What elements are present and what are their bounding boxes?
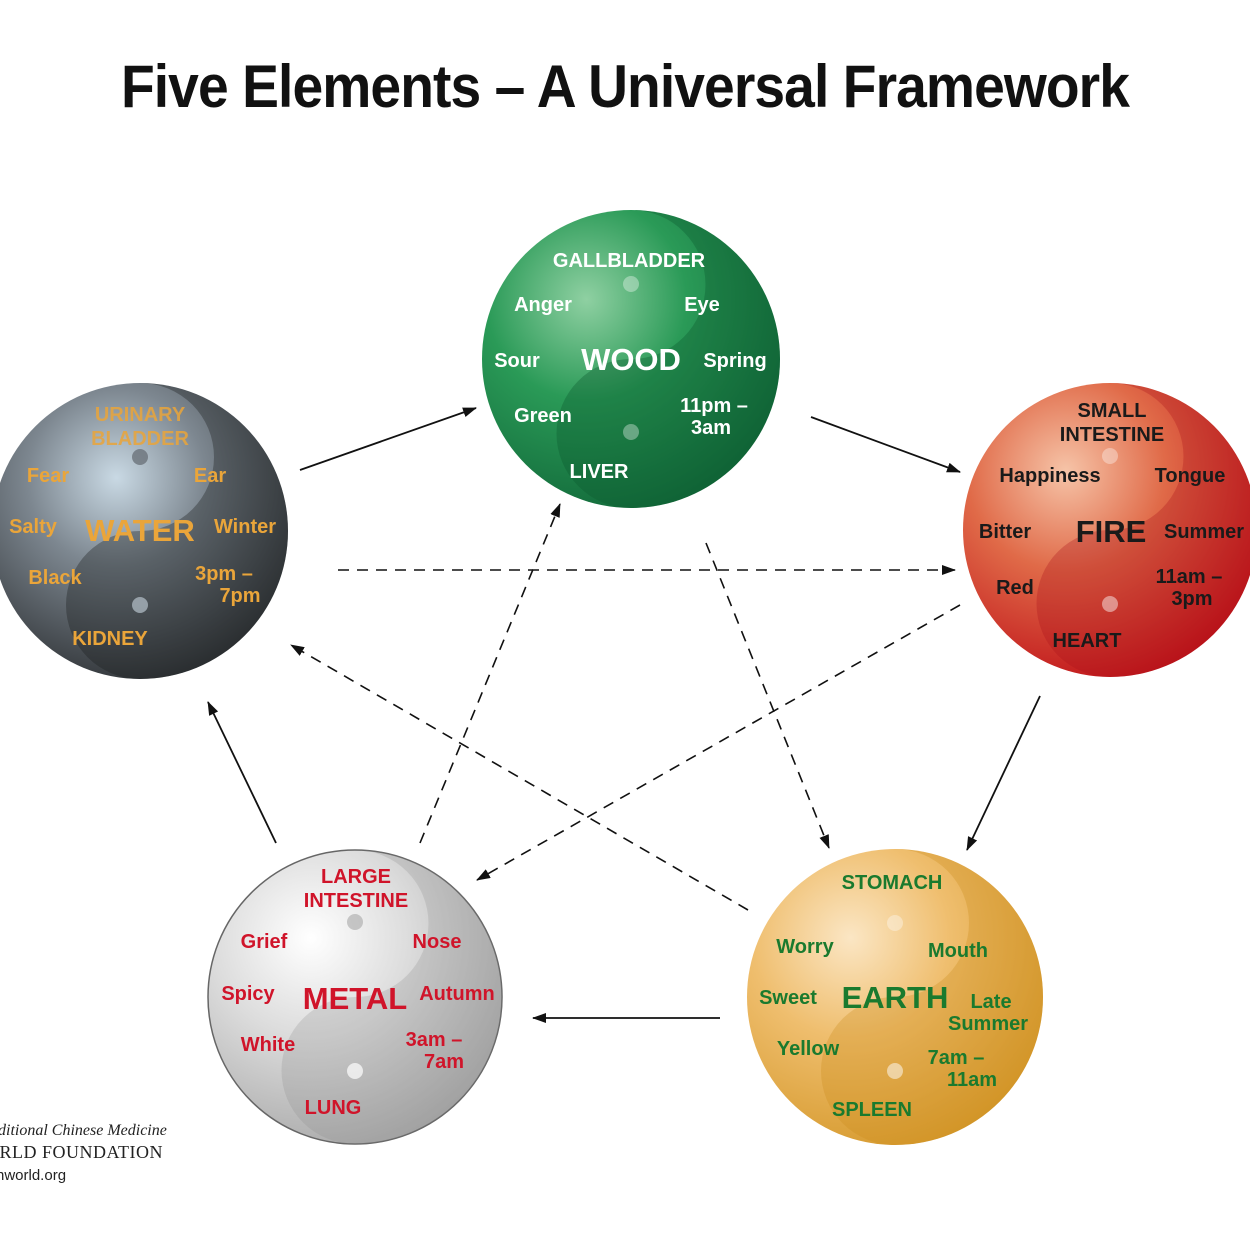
fire-sphere bbox=[963, 383, 1250, 677]
metal-yang-dot bbox=[347, 914, 363, 930]
water-sphere bbox=[0, 383, 288, 679]
fire-time-line1: 11am – bbox=[1156, 566, 1223, 588]
wood-element-name: WOOD bbox=[581, 342, 681, 377]
arrow-earth-controls-water bbox=[290, 644, 749, 911]
earth-yang-organ: STOMACH bbox=[842, 872, 943, 894]
metal-element: LARGE INTESTINE Grief Nose Spicy METAL A… bbox=[207, 849, 503, 1145]
fire-color: Red bbox=[996, 577, 1034, 599]
wood-yin-dot bbox=[623, 424, 639, 440]
water-element-name: WATER bbox=[85, 513, 195, 548]
metal-yin-organ: LUNG bbox=[305, 1097, 362, 1119]
arrow-fire-to-earth bbox=[966, 695, 1041, 851]
arrow-metal-controls-wood bbox=[419, 503, 561, 844]
wood-taste: Sour bbox=[494, 350, 540, 372]
credit-line-1: aditional Chinese Medicine bbox=[0, 1122, 167, 1139]
credit-line-2: ORLD FOUNDATION bbox=[0, 1142, 163, 1162]
water-emotion: Fear bbox=[27, 465, 69, 487]
wood-time-line2: 3am bbox=[691, 417, 731, 439]
earth-season-line1: Late bbox=[970, 991, 1011, 1013]
water-color: Black bbox=[28, 567, 82, 589]
credit-website: nworld.org bbox=[0, 1167, 67, 1184]
earth-time-line2: 11am bbox=[947, 1069, 997, 1091]
water-time-line1: 3pm – bbox=[195, 563, 253, 585]
wood-color: Green bbox=[514, 405, 572, 427]
fire-sense: Tongue bbox=[1155, 465, 1226, 487]
water-yin-dot bbox=[132, 597, 148, 613]
water-sense: Ear bbox=[194, 465, 226, 487]
fire-yang-organ-line1: SMALL bbox=[1078, 400, 1147, 422]
earth-season-line2: Summer bbox=[948, 1013, 1028, 1035]
generating-cycle-arrows bbox=[207, 407, 1041, 1023]
metal-taste: Spicy bbox=[221, 983, 275, 1005]
earth-taste: Sweet bbox=[759, 987, 817, 1009]
wood-yin-organ: LIVER bbox=[570, 461, 629, 483]
wood-time-line1: 11pm – bbox=[680, 395, 748, 417]
page-title: Five Elements – A Universal Framework bbox=[120, 53, 1130, 120]
metal-element-name: METAL bbox=[303, 981, 407, 1016]
earth-emotion: Worry bbox=[776, 936, 834, 958]
earth-time-line1: 7am – bbox=[928, 1047, 985, 1069]
metal-sense: Nose bbox=[413, 931, 462, 953]
water-season: Winter bbox=[214, 516, 276, 538]
arrow-metal-to-water bbox=[207, 701, 277, 844]
earth-element-name: EARTH bbox=[842, 980, 949, 1015]
fire-yin-dot bbox=[1102, 596, 1118, 612]
earth-yin-organ: SPLEEN bbox=[832, 1099, 912, 1121]
fire-element-name: FIRE bbox=[1076, 514, 1147, 549]
metal-sphere bbox=[207, 849, 503, 1145]
controlling-cycle-arrows bbox=[290, 503, 961, 911]
wood-season: Spring bbox=[703, 350, 766, 372]
fire-yang-dot bbox=[1102, 448, 1118, 464]
water-yin-organ: KIDNEY bbox=[72, 628, 148, 650]
arrow-wood-controls-earth bbox=[705, 542, 830, 849]
fire-emotion: Happiness bbox=[999, 465, 1100, 487]
wood-element: GALLBLADDER Anger Eye Sour WOOD Spring G… bbox=[482, 210, 780, 508]
water-yang-organ-line1: URINARY bbox=[95, 404, 186, 426]
wood-emotion: Anger bbox=[514, 294, 572, 316]
earth-yang-dot bbox=[887, 915, 903, 931]
arrow-water-to-wood bbox=[299, 407, 477, 471]
water-yang-organ-line2: BLADDER bbox=[91, 428, 189, 450]
fire-yin-yang-shade bbox=[1036, 383, 1250, 677]
metal-yin-yang-shade bbox=[281, 850, 502, 1144]
wood-yin-yang-shade bbox=[556, 210, 780, 508]
earth-sphere bbox=[747, 849, 1043, 1145]
earth-yin-yang-shade bbox=[821, 849, 1043, 1145]
earth-element: STOMACH Worry Mouth Sweet EARTH Late Sum… bbox=[747, 849, 1043, 1145]
water-time-line2: 7pm bbox=[219, 585, 260, 607]
fire-yin-organ: HEART bbox=[1053, 630, 1122, 652]
fire-taste: Bitter bbox=[979, 521, 1031, 543]
metal-season: Autumn bbox=[419, 983, 495, 1005]
water-yin-yang-shade bbox=[66, 383, 288, 679]
fire-season: Summer bbox=[1164, 521, 1244, 543]
wood-yang-dot bbox=[623, 276, 639, 292]
water-taste: Salty bbox=[9, 516, 58, 538]
metal-color: White bbox=[241, 1034, 295, 1056]
metal-yang-organ-line1: LARGE bbox=[321, 866, 391, 888]
wood-yang-organ: GALLBLADDER bbox=[553, 250, 706, 272]
fire-element: SMALL INTESTINE Happiness Tongue Bitter … bbox=[963, 383, 1250, 677]
arrow-fire-controls-metal bbox=[476, 604, 961, 881]
fire-yang-organ-line2: INTESTINE bbox=[1060, 424, 1164, 446]
metal-yang-organ-line2: INTESTINE bbox=[304, 890, 408, 912]
wood-sphere bbox=[482, 210, 780, 508]
earth-color: Yellow bbox=[777, 1038, 840, 1060]
water-yang-dot bbox=[132, 449, 148, 465]
metal-time-line1: 3am – bbox=[406, 1029, 463, 1051]
metal-emotion: Grief bbox=[241, 931, 288, 953]
water-element: URINARY BLADDER Fear Ear Salty WATER Win… bbox=[0, 383, 288, 679]
fire-time-line2: 3pm bbox=[1171, 588, 1212, 610]
earth-sense: Mouth bbox=[928, 940, 988, 962]
earth-yin-dot bbox=[887, 1063, 903, 1079]
metal-yin-dot bbox=[347, 1063, 363, 1079]
metal-time-line2: 7am bbox=[424, 1051, 464, 1073]
wood-sense: Eye bbox=[684, 294, 720, 316]
arrow-wood-to-fire bbox=[810, 416, 961, 473]
